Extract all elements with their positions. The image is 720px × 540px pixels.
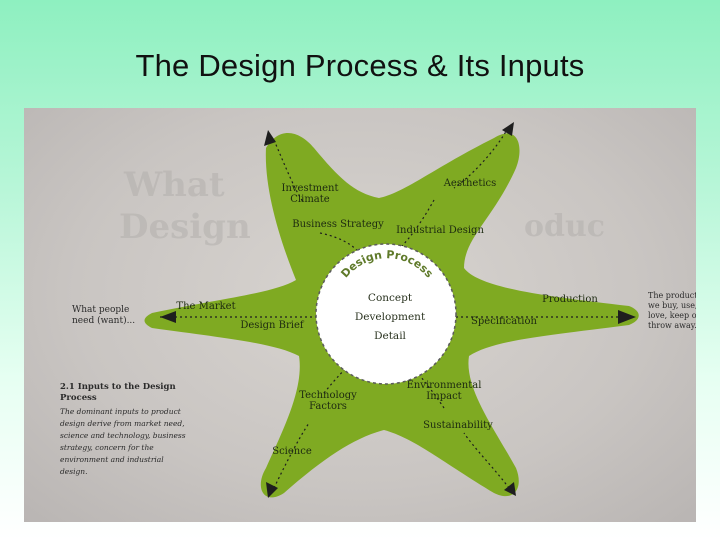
caption-body-line-5: environment and industrial: [60, 455, 164, 464]
right-note-line-1: The product: [648, 291, 696, 300]
design-process-diagram: What Design oduc: [60, 122, 696, 498]
right-note-line-3: love, keep or: [648, 311, 696, 320]
caption-body-line-3: science and technology, business: [60, 431, 186, 440]
arrowhead-top-left: [264, 130, 276, 146]
label-the-market: The Market: [176, 301, 235, 312]
book-page-photo: What Design oduc: [24, 108, 696, 522]
label-design-brief: Design Brief: [240, 320, 305, 331]
arrow-line-aesthetics: [453, 127, 509, 189]
label-science: Science: [272, 446, 312, 457]
arrowhead-bottom-left: [266, 482, 278, 498]
arrow-line-sustainability: [463, 432, 510, 489]
design-process-circle: [315, 243, 457, 385]
caption-body-line-6: design.: [60, 467, 88, 476]
arrowhead-bottom-right: [504, 482, 516, 496]
background-ghost-text: What: [123, 165, 225, 205]
caption-heading-line-2: Process: [60, 393, 97, 403]
stage-detail: Detail: [374, 330, 406, 342]
label-business-strategy: Business Strategy: [292, 219, 384, 230]
background-ghost-text: Design: [119, 207, 251, 247]
label-environmental-impact-2: Impact: [426, 391, 461, 402]
arrowhead-right: [618, 310, 636, 324]
stage-development: Development: [355, 311, 426, 323]
slide-title: The Design Process & Its Inputs: [135, 48, 585, 83]
label-technology-factors-2: Factors: [309, 401, 347, 412]
label-sustainability: Sustainability: [423, 420, 493, 431]
caption-body-line-2: design derive from market need,: [60, 419, 185, 428]
label-production: Production: [542, 294, 598, 305]
stage-concept: Concept: [368, 292, 413, 304]
arrow-line-industrial-design: [399, 199, 435, 249]
label-investment-climate-2: Climate: [290, 194, 330, 205]
arrowhead-top-right: [502, 122, 514, 136]
right-note-line-4: throw away...: [648, 321, 696, 330]
caption-heading-line-1: 2.1 Inputs to the Design: [60, 382, 176, 392]
caption-body-line-4: strategy, concern for the: [60, 443, 154, 452]
label-environmental-impact-1: Environmental: [407, 380, 482, 391]
caption-body-line-1: The dominant inputs to product: [60, 407, 182, 416]
background-ghost-text: oduc: [524, 209, 605, 244]
label-specification: Specification: [471, 316, 537, 327]
arrowhead-left: [160, 311, 176, 323]
label-investment-climate-1: Investment: [282, 183, 339, 194]
arrowheads: [160, 122, 636, 498]
label-industrial-design: Industrial Design: [396, 225, 484, 236]
label-aesthetics: Aesthetics: [443, 178, 497, 189]
left-note-line-2: need (want)...: [72, 315, 135, 326]
arrow-line-science: [273, 422, 310, 489]
right-note-line-2: we buy, use,: [648, 301, 696, 310]
left-note-line-1: What people: [72, 305, 129, 315]
label-technology-factors-1: Technology: [299, 390, 357, 401]
arrow-line-investment: [273, 139, 305, 204]
